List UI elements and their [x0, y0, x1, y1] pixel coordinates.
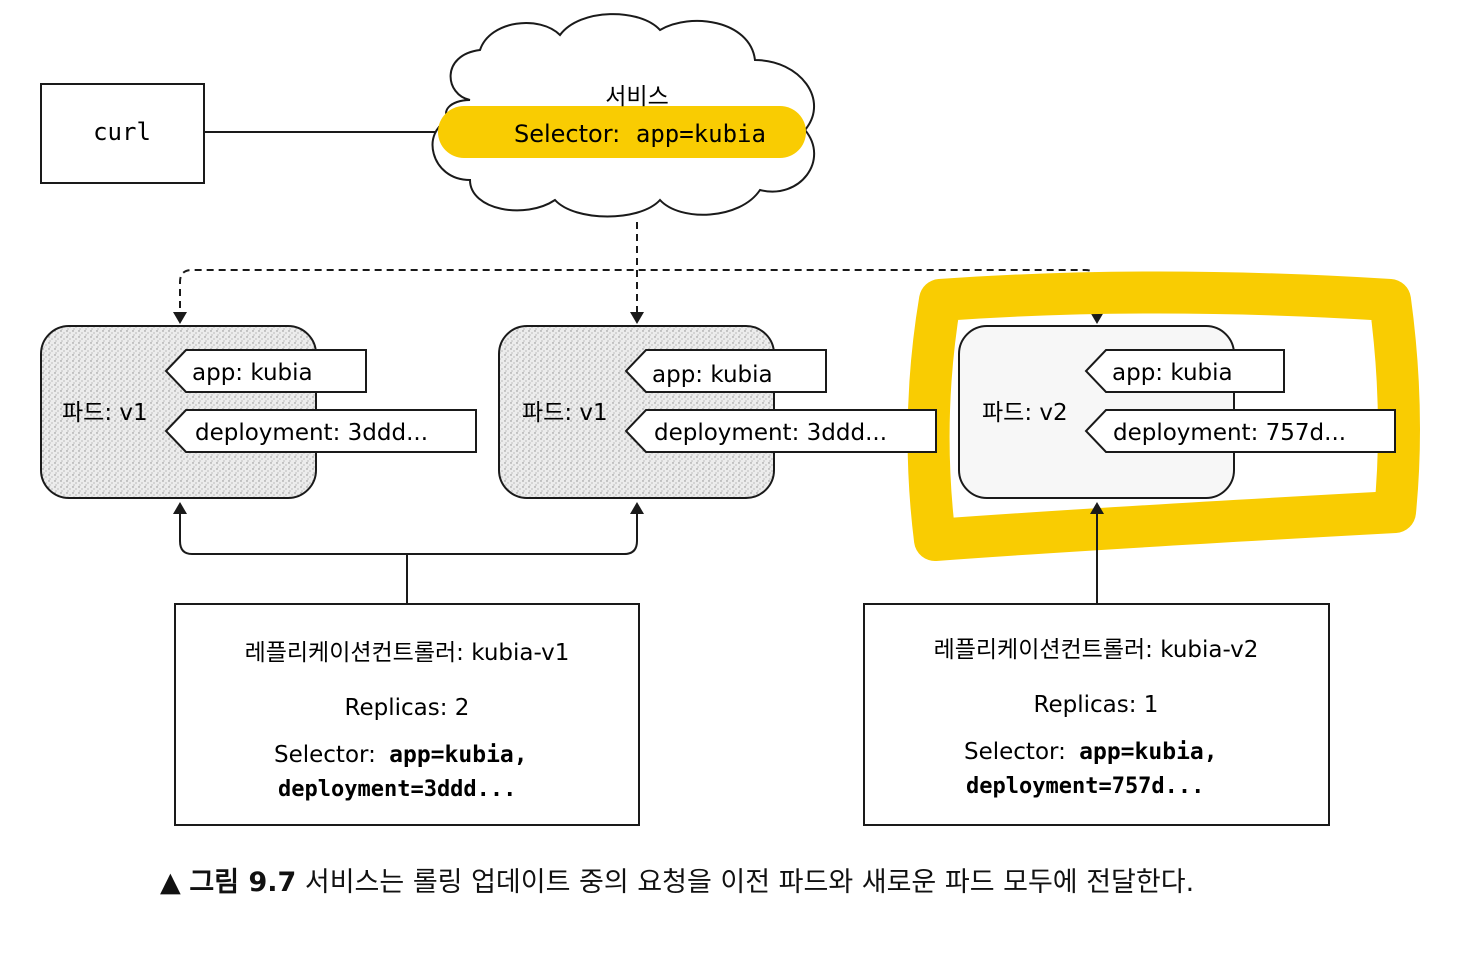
pod-name: 파드: v1 — [62, 400, 148, 426]
curl-label: curl — [93, 118, 151, 146]
label-tag-app: app: kubia — [1084, 349, 1285, 393]
label-text: deployment: 3ddd... — [195, 420, 428, 446]
rc-selector-value-cont: deployment=3ddd... — [278, 777, 516, 802]
rc-replicas: Replicas: 2 — [345, 695, 470, 721]
label-text: app: kubia — [192, 360, 313, 386]
caption-text: 서비스는 롤링 업데이트 중의 요청을 이전 파드와 새로운 파드 모두에 전달… — [304, 867, 1195, 898]
label-tag-app: app: kubia — [164, 349, 367, 393]
label-tag-deployment: deployment: 3ddd... — [624, 409, 937, 453]
label-text: deployment: 3ddd... — [654, 420, 887, 446]
pod-name: 파드: v2 — [982, 400, 1068, 426]
figure-caption: ▲ 그림 9.7 서비스는 롤링 업데이트 중의 요청을 이전 파드와 새로운 … — [160, 860, 1194, 899]
rc-selector-value-cont: deployment=757d... — [966, 774, 1204, 799]
rc-selector-label: Selector: — [964, 739, 1066, 765]
replication-controller-v2: 레플리케이션컨트롤러: kubia-v2 Replicas: 1 Selecto… — [863, 603, 1330, 826]
rc-selector-value: app=kubia, — [389, 742, 527, 768]
rc-selector-label: Selector: — [274, 742, 376, 768]
new-pod-highlight — [907, 271, 1420, 561]
rc-selector-line: Selector: app=kubia, — [964, 739, 1218, 765]
pod-name: 파드: v1 — [522, 400, 608, 426]
service-title: 서비스 — [605, 84, 668, 110]
dashed-arrowheads — [173, 312, 1104, 324]
label-tag-deployment: deployment: 757d... — [1084, 409, 1396, 453]
rc-v1-to-pods-connector — [179, 508, 638, 604]
label-tag-app: app: kubia — [624, 349, 827, 393]
rc-replicas: Replicas: 1 — [1034, 692, 1159, 718]
rc-selector-value: app=kubia, — [1079, 739, 1217, 765]
pod-v1-a: 파드: v1 app: kubia deployment: 3ddd... — [40, 325, 477, 499]
label-tag-deployment: deployment: 3ddd... — [164, 409, 477, 453]
curl-client: curl — [40, 83, 205, 184]
rc-title: 레플리케이션컨트롤러: kubia-v2 — [934, 637, 1259, 663]
rc-selector-line: Selector: app=kubia, — [274, 742, 528, 768]
label-text: app: kubia — [1112, 360, 1233, 386]
service-selector-highlight — [438, 106, 806, 158]
pod-v2: 파드: v2 app: kubia deployment: 757d... — [958, 325, 1396, 499]
caption-marker: ▲ — [160, 867, 181, 898]
label-text: deployment: 757d... — [1113, 420, 1346, 446]
rc-title: 레플리케이션컨트롤러: kubia-v1 — [245, 640, 570, 666]
label-text: app: kubia — [652, 362, 773, 388]
pod-v1-b: 파드: v1 app: kubia deployment: 3ddd... — [498, 325, 937, 499]
caption-figure-number: 그림 9.7 — [189, 867, 297, 898]
replication-controller-v1: 레플리케이션컨트롤러: kubia-v1 Replicas: 2 Selecto… — [174, 603, 640, 826]
service-selector: Selector: app=kubia — [514, 120, 766, 148]
service-selector-label: Selector: — [514, 120, 620, 148]
service-cloud: 서비스 Selector: app=kubia — [431, 13, 816, 218]
rc-arrowheads — [173, 502, 1104, 514]
service-selector-value: app=kubia — [636, 120, 766, 148]
